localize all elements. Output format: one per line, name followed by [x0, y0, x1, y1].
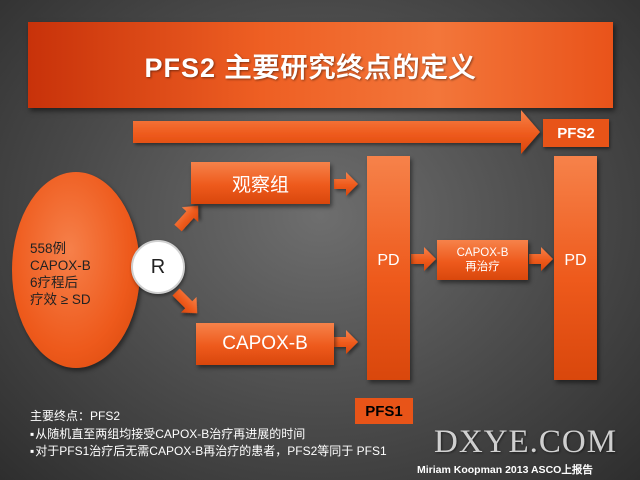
pfs2-label: PFS2 — [543, 119, 609, 147]
pd-label-2: PD — [564, 252, 587, 269]
notes-bullet-2: 对于PFS1治疗后无需CAPOX-B再治疗的患者，PFS2等同于 PFS1 — [30, 443, 550, 461]
retreatment-line-2: 再治疗 — [465, 261, 500, 273]
pd-label-1: PD — [377, 252, 400, 269]
population-line-2: CAPOX-B — [30, 258, 91, 273]
source-credit: Miriam Koopman 2013 ASCO上报告 — [417, 464, 593, 476]
endpoint-notes: 主要终点：PFS2 从随机直至两组均接受CAPOX-B治疗再进展的时间 对于PF… — [30, 408, 550, 461]
arrow-to-observation — [174, 205, 199, 232]
arrow-retreatment-to-pd2 — [529, 247, 553, 271]
population-line-4: 疗效 ≥ SD — [30, 292, 91, 307]
observation-arm-box: 观察组 — [191, 162, 330, 204]
population-line-3: 6疗程后 — [30, 275, 79, 290]
arrow-observation-to-pd — [334, 172, 358, 196]
randomization-node: R — [131, 240, 185, 294]
arrow-to-capox — [172, 288, 198, 314]
retreatment-box: CAPOX-B 再治疗 — [437, 240, 528, 280]
arrow-capox-to-pd — [334, 330, 358, 354]
population-text: 558例 CAPOX-B 6疗程后 疗效 ≥ SD — [30, 240, 130, 308]
arrow-pd-to-retreatment — [411, 247, 436, 271]
title-banner: PFS2 主要研究终点的定义 — [28, 22, 613, 108]
notes-bullet-1: 从随机直至两组均接受CAPOX-B治疗再进展的时间 — [30, 426, 550, 444]
pd-column-2 — [554, 156, 597, 380]
notes-bullet-2-text: 对于PFS1治疗后无需CAPOX-B再治疗的患者，PFS2等同于 PFS1 — [35, 444, 387, 458]
notes-heading: 主要终点：PFS2 — [30, 409, 121, 423]
pd-column-1 — [367, 156, 410, 380]
pfs1-label: PFS1 — [355, 398, 413, 424]
notes-bullet-1-text: 从随机直至两组均接受CAPOX-B治疗再进展的时间 — [35, 426, 306, 441]
capox-arm-box: CAPOX-B — [196, 323, 334, 365]
population-oval — [12, 172, 140, 368]
slide-title: PFS2 主要研究终点的定义 — [144, 52, 477, 83]
population-line-1: 558例 — [30, 241, 67, 256]
watermark: DXYE.COM — [434, 424, 618, 460]
retreatment-line-1: CAPOX-B — [456, 247, 509, 259]
pfs2-timeline-arrow — [133, 110, 540, 154]
